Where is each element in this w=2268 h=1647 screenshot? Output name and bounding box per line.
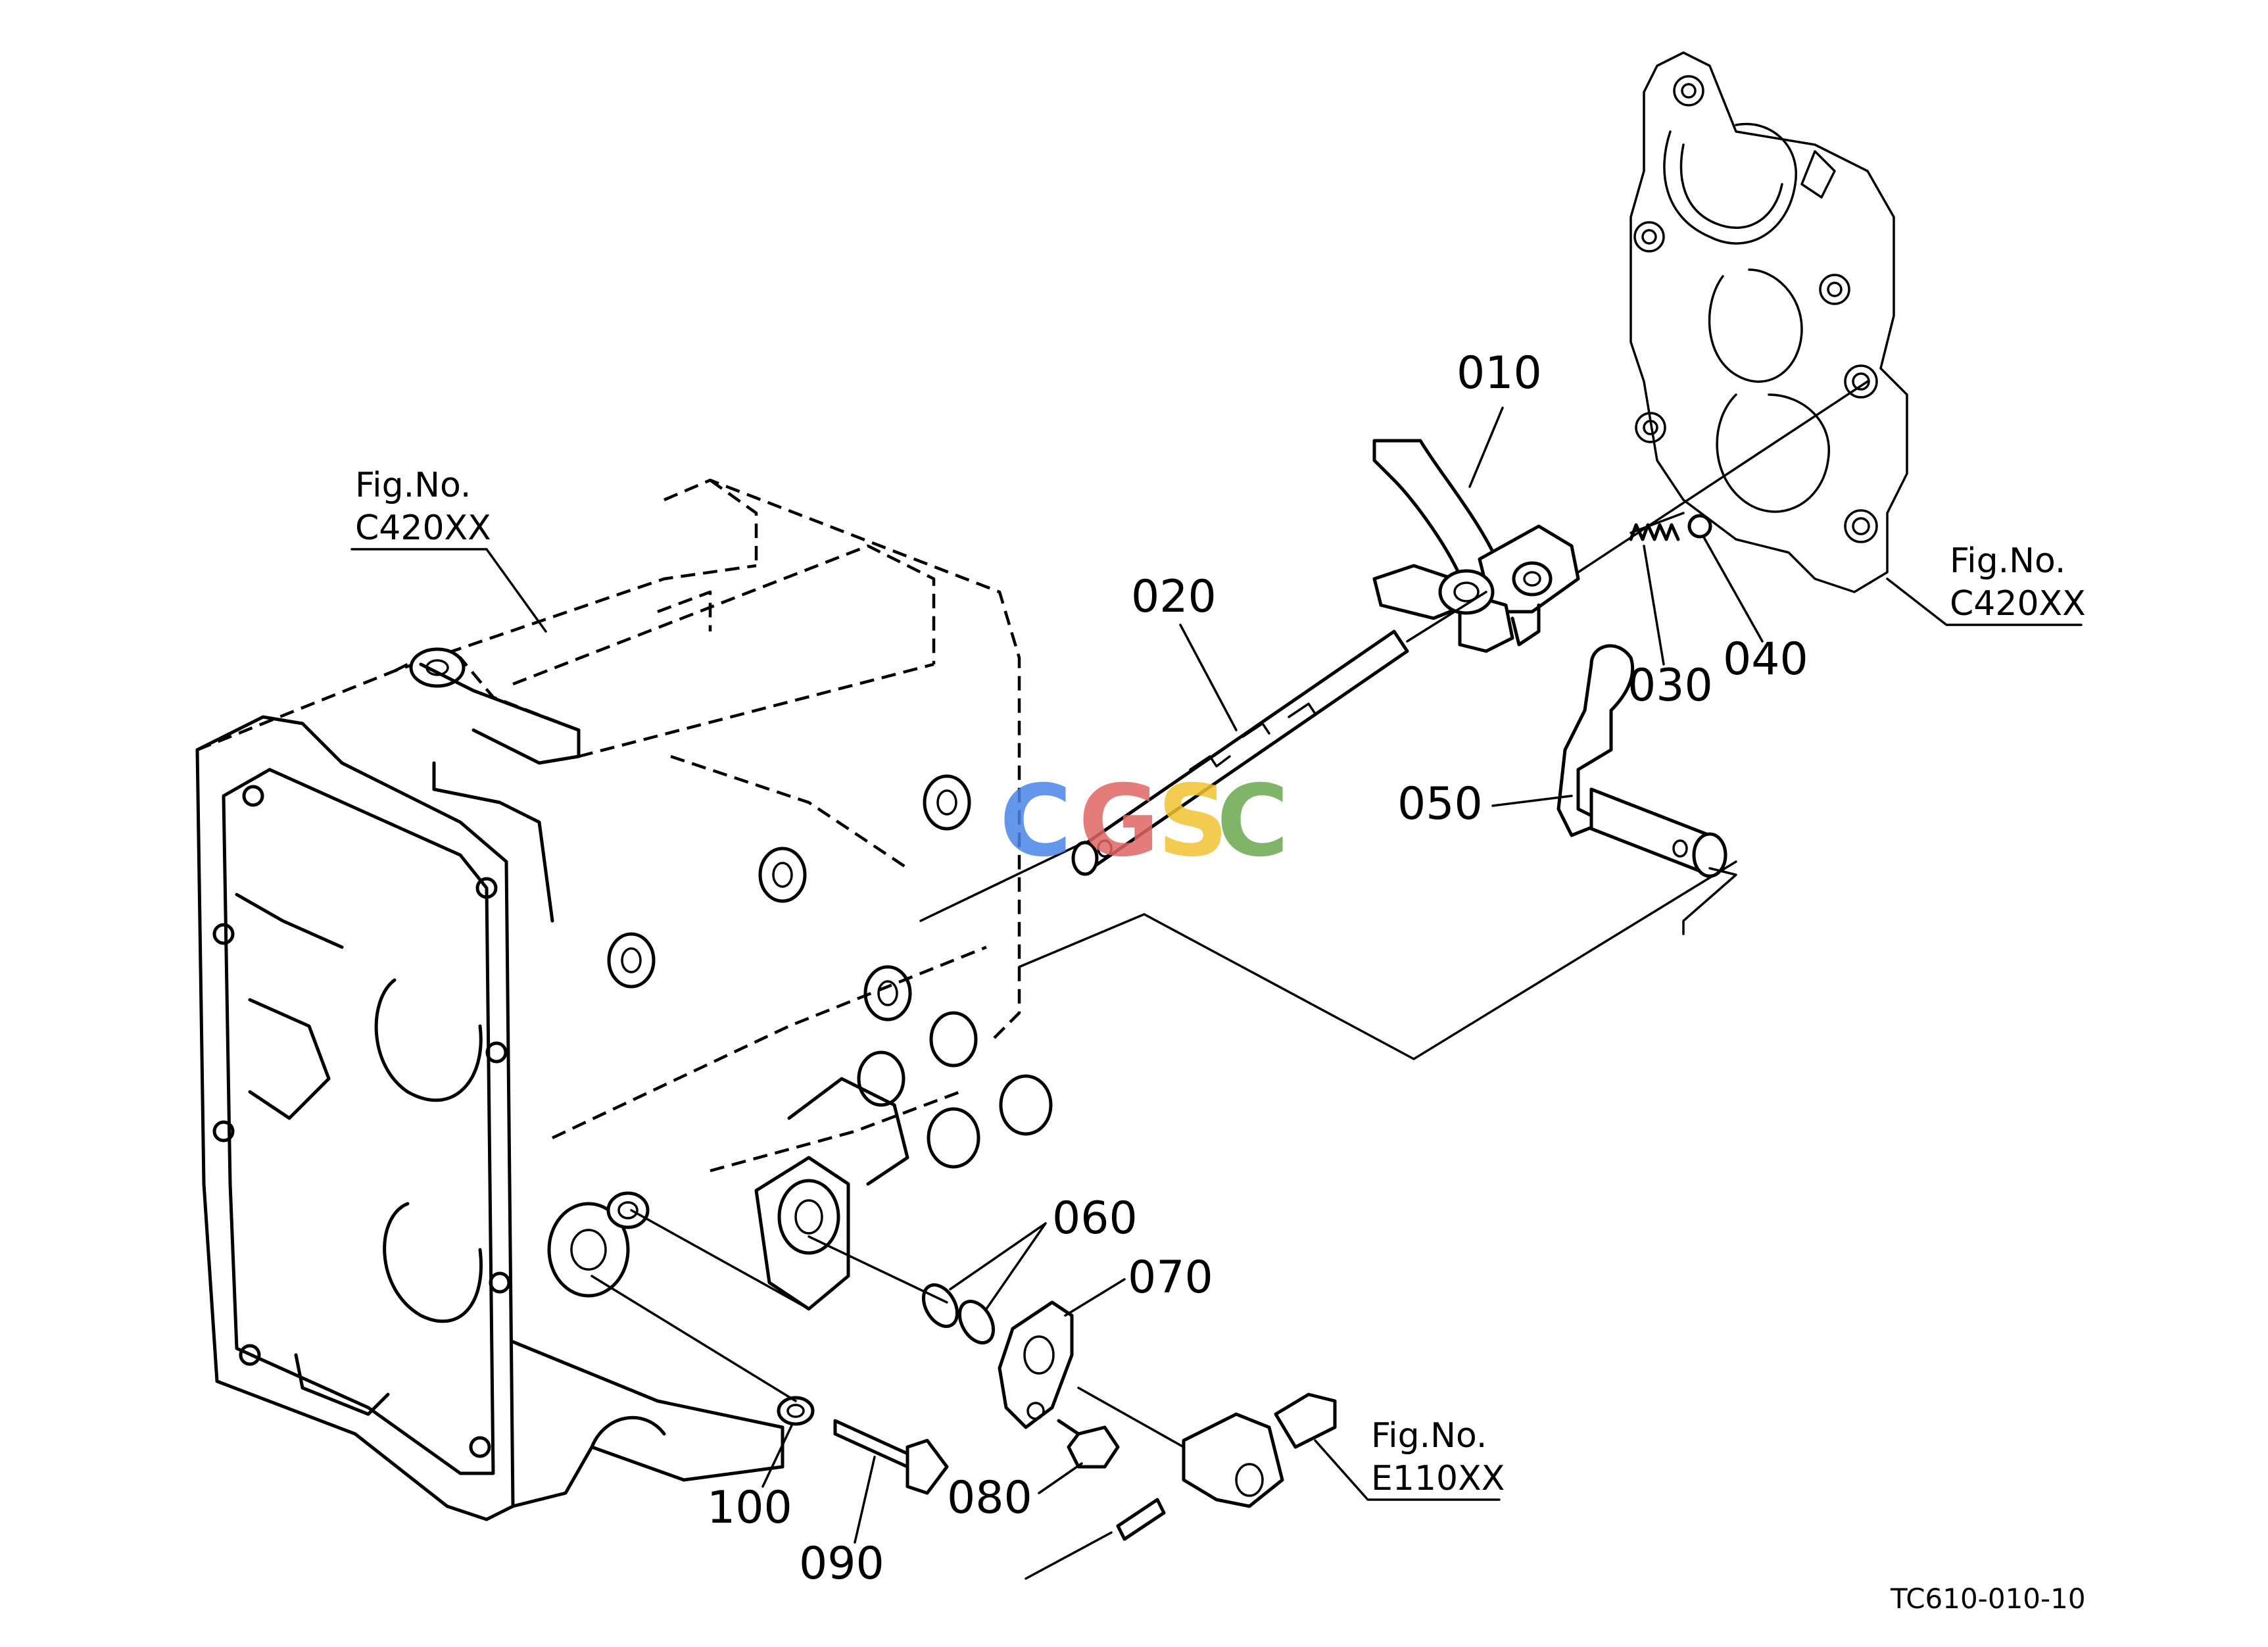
svg-text:C: C — [1217, 764, 1289, 879]
label-100: 100 — [707, 1482, 792, 1534]
fig-ref-left-line2: C420XX — [355, 508, 491, 548]
label-060: 060 — [1052, 1192, 1138, 1244]
lever-plate — [998, 1300, 1074, 1429]
detent-ball — [1687, 514, 1712, 539]
shift-rod — [919, 591, 1487, 922]
watermark-logo: C G S C — [1000, 764, 1289, 879]
shift-lever — [1556, 644, 1737, 935]
seal-100 — [777, 1396, 815, 1426]
label-050: 050 — [1397, 778, 1483, 830]
fig-ref-lower-line2: E110XX — [1371, 1459, 1505, 1498]
fig-ref-right-line2: C420XX — [1950, 584, 2086, 624]
label-020: 020 — [1131, 571, 1217, 623]
fig-ref-left: Fig.No. C420XX — [350, 466, 547, 633]
label-090: 090 — [799, 1538, 884, 1590]
bolt-090 — [833, 1419, 949, 1495]
fig-ref-right-line1: Fig.No. — [1950, 541, 2065, 581]
label-080: 080 — [947, 1472, 1032, 1524]
fig-ref-lower-line1: Fig.No. — [1371, 1416, 1487, 1456]
detent-spring — [1629, 512, 1685, 541]
rear-cover — [1629, 51, 1908, 593]
fig-ref-lower: Fig.No. E110XX — [1314, 1416, 1505, 1501]
spring-pin — [1025, 1498, 1166, 1580]
label-030: 030 — [1628, 660, 1713, 712]
housing-bosses — [547, 774, 1053, 1298]
transmission-case — [195, 478, 1053, 1521]
o-rings — [921, 1283, 996, 1344]
svg-text:C: C — [1000, 764, 1072, 879]
drawing-code: TC610-010-10 — [1890, 1583, 2086, 1615]
fig-ref-left-line1: Fig.No. — [355, 466, 471, 505]
label-010: 010 — [1457, 347, 1542, 399]
shift-fork — [1372, 439, 1580, 653]
label-040: 040 — [1723, 633, 1808, 685]
svg-text:S: S — [1157, 764, 1228, 879]
bolt-080 — [1057, 1419, 1120, 1469]
fig-ref-right: Fig.No. C420XX — [1886, 541, 2086, 626]
lever-arm — [1077, 1387, 1337, 1508]
svg-text:G: G — [1078, 764, 1159, 879]
label-070: 070 — [1128, 1252, 1213, 1304]
